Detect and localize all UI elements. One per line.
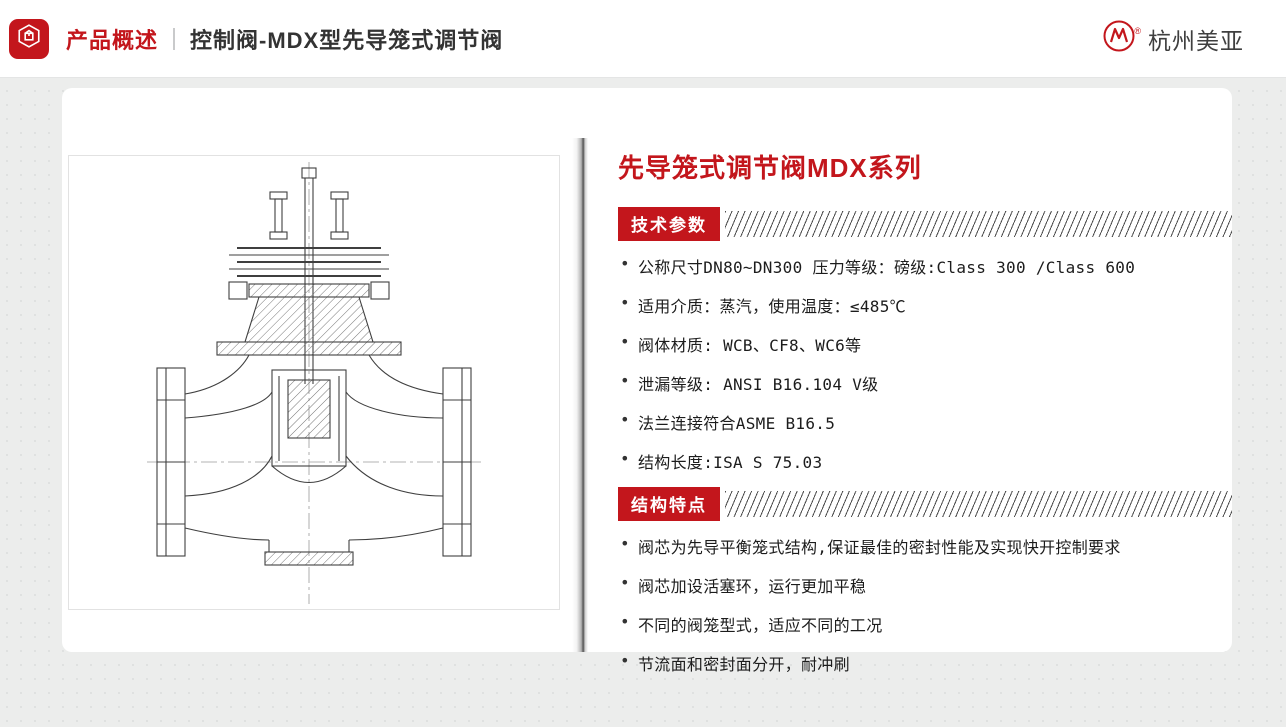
section-head-features: 结构特点: [618, 487, 1232, 521]
feature-item: 阀芯加设活塞环，运行更加平稳: [618, 573, 1232, 597]
feature-item: 节流面和密封面分开，耐冲刷: [618, 651, 1232, 675]
info-panel: 先导笼式调节阀MDX系列 技术参数 公称尺寸DN80~DN300 压力等级：磅级…: [618, 148, 1232, 691]
spec-item: 阀体材质: WCB、CF8、WC6等: [618, 332, 1232, 356]
section-head-tech-params: 技术参数: [618, 207, 1232, 241]
feature-item: 阀芯为先导平衡笼式结构,保证最佳的密封性能及实现快开控制要求: [618, 534, 1232, 558]
spec-item: 适用介质：蒸汽，使用温度：≤485℃: [618, 293, 1232, 317]
brand: ® 杭州美亚: [1101, 18, 1244, 59]
tech-params-list: 公称尺寸DN80~DN300 压力等级：磅级:Class 300 /Class …: [618, 254, 1232, 473]
brand-name: 杭州美亚: [1148, 27, 1244, 54]
header-separator: [173, 27, 176, 50]
content-card: 先导笼式调节阀MDX系列 技术参数 公称尺寸DN80~DN300 压力等级：磅级…: [62, 88, 1232, 674]
spec-item: 法兰连接符合ASME B16.5: [618, 410, 1232, 434]
hatch-decoration: [725, 211, 1232, 237]
spec-item: 泄漏等级: ANSI B16.104 V级: [618, 371, 1232, 395]
header: 产品概述 控制阀-MDX型先导笼式调节阀 ® 杭州美亚: [0, 0, 1286, 78]
page-title: 控制阀-MDX型先导笼式调节阀: [190, 27, 504, 53]
features-list: 阀芯为先导平衡笼式结构,保证最佳的密封性能及实现快开控制要求 阀芯加设活塞环，运…: [618, 534, 1232, 675]
badge-features: 结构特点: [618, 487, 720, 521]
header-category: 产品概述: [66, 27, 159, 53]
hatch-decoration: [725, 491, 1232, 517]
badge-tech-params: 技术参数: [618, 207, 720, 241]
app-icon: [9, 18, 49, 59]
hexagon-box-icon: [16, 23, 42, 54]
spec-item: 结构长度:ISA S 75.03: [618, 449, 1232, 473]
registered-mark: ®: [1134, 26, 1141, 36]
page-fold-shadow: [572, 138, 588, 652]
valve-figure: [68, 155, 560, 610]
feature-item: 不同的阀笼型式，适应不同的工况: [618, 612, 1232, 636]
series-title: 先导笼式调节阀MDX系列: [618, 153, 922, 183]
valve-technical-drawing: [147, 162, 481, 604]
spec-item: 公称尺寸DN80~DN300 压力等级：磅级:Class 300 /Class …: [618, 254, 1232, 278]
brand-logo-icon: [1101, 18, 1137, 59]
